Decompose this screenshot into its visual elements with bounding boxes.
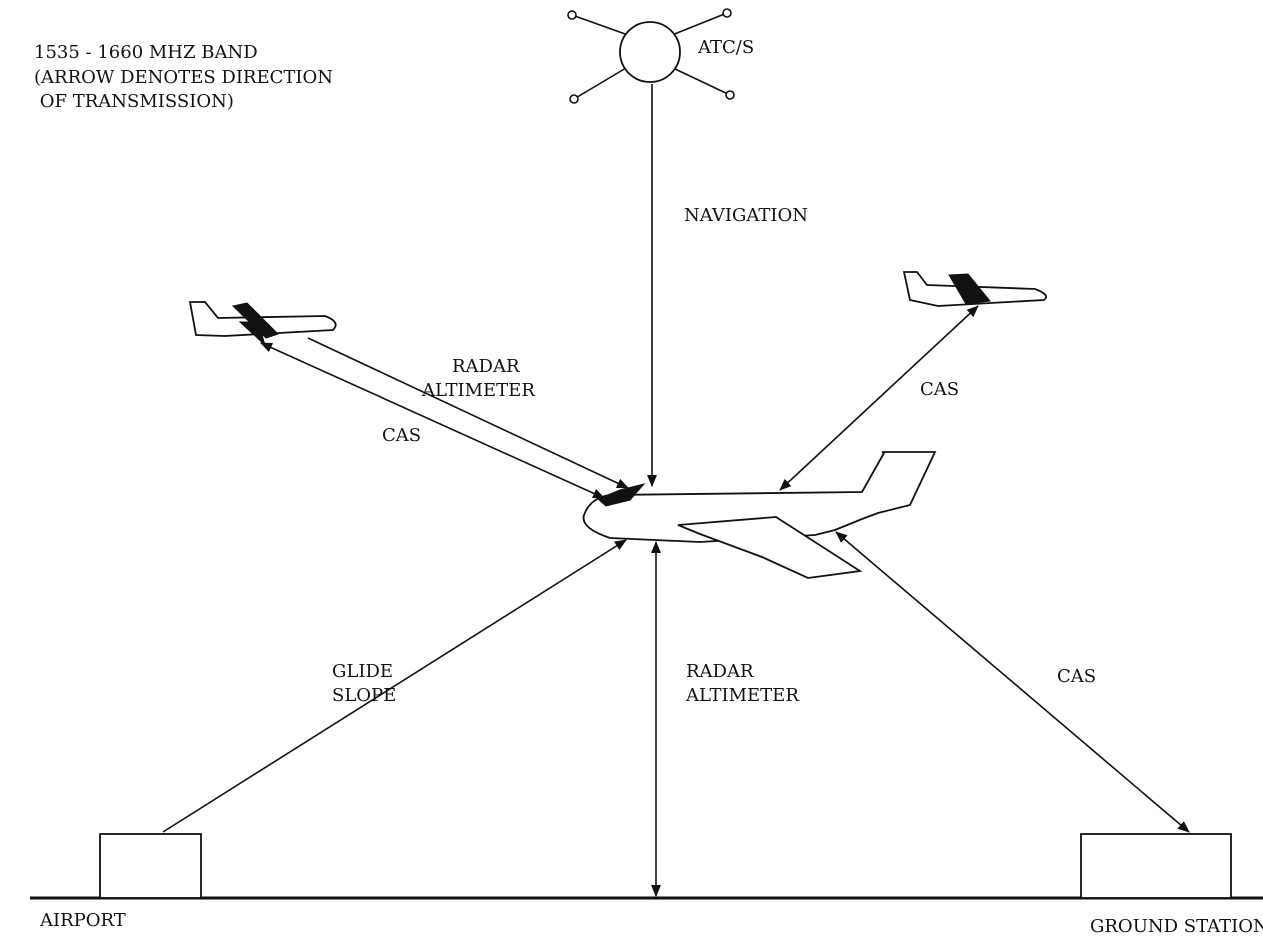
main-aircraft-icon <box>584 452 935 578</box>
navigation-label: NAVIGATION <box>684 205 808 226</box>
glide-slope-label-1: GLIDE <box>332 661 393 682</box>
cas-link-ground <box>836 532 1189 832</box>
legend-line-1: 1535 - 1660 MHZ BAND <box>34 42 258 63</box>
satellite-label: ATC/S <box>697 37 754 58</box>
cas-ground-label: CAS <box>1057 666 1096 687</box>
band-legend: 1535 - 1660 MHZ BAND (ARROW DENOTES DIRE… <box>34 42 333 112</box>
airport-icon <box>100 834 201 898</box>
ground-station-icon <box>1081 834 1231 898</box>
radar-altimeter-lower-label-2: ALTIMETER <box>685 685 799 706</box>
legend-line-3: OF TRANSMISSION) <box>34 91 234 112</box>
airport-label: AIRPORT <box>39 910 126 931</box>
glide-slope-label-2: SLOPE <box>332 685 396 706</box>
cas-right-label: CAS <box>920 379 959 400</box>
cas-link-upper-left <box>261 343 604 498</box>
radar-altimeter-upper-label-1: RADAR <box>452 356 520 377</box>
radar-altimeter-upper-label-2: ALTIMETER <box>421 380 535 401</box>
cas-left-label: CAS <box>382 425 421 446</box>
legend-line-2: (ARROW DENOTES DIRECTION <box>34 67 333 88</box>
upper-left-aircraft-icon <box>190 302 336 345</box>
upper-right-aircraft-icon <box>904 272 1046 306</box>
ground-station-label: GROUND STATION <box>1090 916 1263 936</box>
radar-altimeter-lower-label-1: RADAR <box>686 661 754 682</box>
